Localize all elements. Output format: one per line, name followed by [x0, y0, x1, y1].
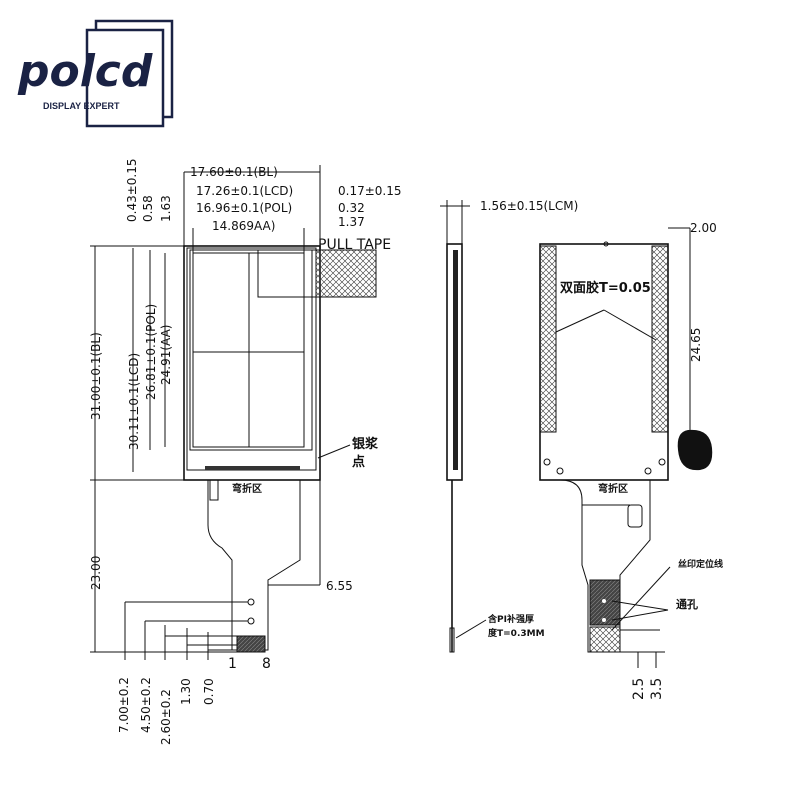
dim-bottom-2-6: 2.60±0.2 [159, 689, 173, 745]
dim-fpc-offset: 6.55 [326, 579, 353, 593]
stiffener-label: 含PI补强厚 [487, 613, 534, 625]
back-view: 双面胶T=0.05 2.00 24.65 弯折区 丝印定位线 通孔 2.5 3.… [539, 221, 723, 700]
dim-height-pol: 26.81±0.1(POL) [144, 304, 158, 400]
pin-1-label: 1 [228, 656, 237, 672]
dim-top-pol-offset: 0.58 [141, 195, 155, 222]
backlight-outline [183, 245, 321, 481]
dim-back-3-5: 3.5 [649, 678, 665, 700]
logo-tagline: DISPLAY EXPERT [43, 101, 120, 111]
pull-tape [315, 249, 377, 298]
dim-width-bl: 17.60±0.1(BL) [190, 165, 278, 179]
dim-bottom-1-3: 1.30 [179, 678, 193, 705]
dim-bottom-0-7: 0.70 [202, 678, 216, 705]
dim-edge: 2.00 [690, 221, 717, 235]
adhesive-strip-left [539, 245, 557, 433]
dim-width-aa: 14.869AA) [212, 219, 275, 233]
dim-right-lcd-offset: 0.17±0.15 [338, 184, 402, 198]
dim-top-aa-offset: 1.63 [159, 195, 173, 222]
pull-tape-label: PULL TAPE [318, 237, 391, 253]
adhesive-label: 双面胶T=0.05 [560, 280, 651, 296]
dim-height-lcd: 30.11±0.1(LCD) [127, 353, 141, 450]
side-view: 1.56±0.15(LCM) 含PI补强厚 度T=0.3MM [440, 199, 578, 653]
front-view: PULL TAPE 银浆 点 弯折区 1 8 17.60±0.1(BL) 17.… [89, 159, 402, 746]
adhesive-strip-right [651, 245, 669, 433]
dim-back-2-5: 2.5 [631, 678, 647, 700]
dim-width-lcd: 17.26±0.1(LCD) [196, 184, 293, 198]
dim-bottom-4-5: 4.50±0.2 [139, 677, 153, 733]
bend-zone-label: 弯折区 [232, 482, 262, 495]
silver-paste-blob [677, 429, 713, 471]
via-hole-label: 通孔 [676, 598, 698, 611]
dim-tape-height: 24.65 [689, 328, 703, 362]
fpc-outline [207, 480, 301, 651]
fpc-contacts [236, 635, 266, 653]
logo-brand: polcd [17, 46, 153, 97]
bend-zone-label-back: 弯折区 [598, 482, 628, 495]
dim-top-lcd-offset: 0.43±0.15 [125, 159, 139, 223]
polcd-logo: polcd DISPLAY EXPERT [17, 19, 174, 128]
silver-paste-label-2: 点 [352, 454, 365, 470]
pin-8-label: 8 [262, 656, 271, 672]
dim-height-bl: 31.00±0.1(BL) [89, 332, 103, 420]
dim-lcm-thickness: 1.56±0.15(LCM) [480, 199, 578, 213]
fpc-outline-back [559, 479, 651, 653]
dim-height-aa: 24.91(AA) [159, 325, 173, 385]
stiffener-thickness-label: 度T=0.3MM [488, 627, 545, 639]
dim-bottom-7: 7.00±0.2 [117, 677, 131, 733]
dim-right-aa-offset: 1.37 [338, 215, 365, 229]
dim-fpc-length: 23.00 [89, 556, 103, 590]
dim-right-pol-offset: 0.32 [338, 201, 365, 215]
silver-paste-label: 银浆 [352, 436, 379, 452]
silkscreen-line-label: 丝印定位线 [678, 558, 723, 570]
dim-width-pol: 16.96±0.1(POL) [196, 201, 292, 215]
